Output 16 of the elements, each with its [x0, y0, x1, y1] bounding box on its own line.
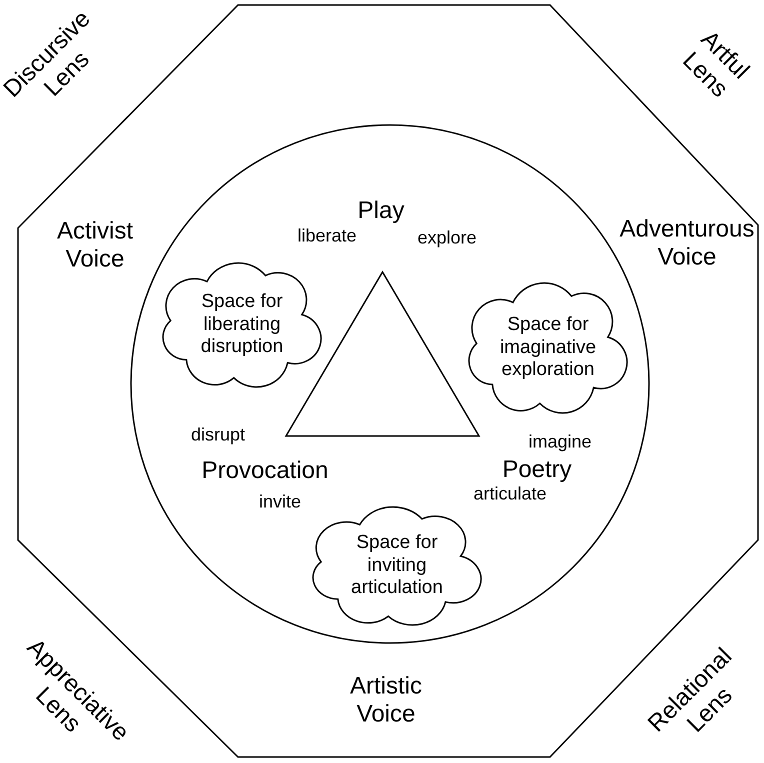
cloud-shape: Space for liberating disruption — [162, 262, 322, 388]
action-label: liberate — [297, 226, 357, 246]
action-label: disrupt — [190, 424, 246, 446]
cloud-shape: Space for inviting articulation — [312, 506, 482, 626]
vertex-label: Poetry — [502, 456, 572, 484]
voice-label: Artistic Voice — [349, 672, 423, 728]
cloud-shape: Space for imaginative exploration — [468, 282, 628, 414]
voice-label: Activist Voice — [56, 217, 134, 273]
action-label: explore — [417, 228, 477, 248]
vertex-label: Play — [358, 197, 404, 225]
triangle-outline — [285, 271, 480, 437]
action-label: articulate — [473, 484, 547, 504]
voice-label: Adventurous Voice — [618, 215, 756, 271]
action-label: invite — [258, 492, 302, 512]
vertex-label: Provocation — [202, 457, 328, 485]
action-label: imagine — [528, 432, 592, 452]
